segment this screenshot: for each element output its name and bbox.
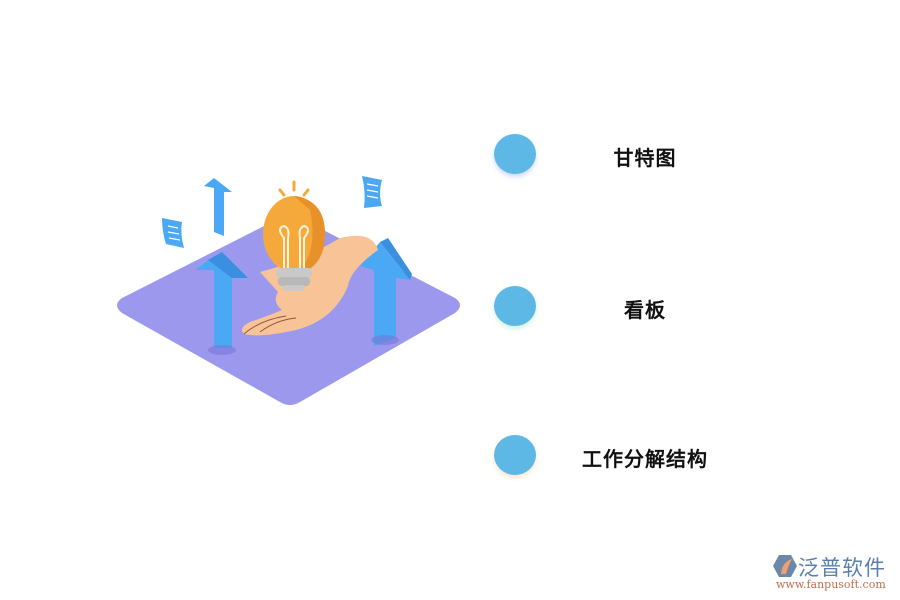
idea-illustration [117,176,460,405]
logo-name: 泛普软件 [798,556,886,580]
bullet-circle-icon [494,134,536,174]
paper-note-icon [162,218,184,248]
paper-note-icon [362,176,382,208]
list-item-gantt: 甘特图 [494,134,754,178]
logo-url: www.fanpusoft.com [776,578,886,591]
item-label: 甘特图 [613,146,677,170]
item-label: 工作分解结构 [582,447,708,471]
bullet-circle-icon [494,286,536,326]
item-label: 看板 [624,298,666,322]
logo-icon [773,555,797,577]
hand-icon [242,235,378,336]
list-item-wbs: 工作分解结构 [494,435,754,479]
list-item-kanban: 看板 [494,286,754,330]
bullet-circle-icon [494,435,536,475]
brand-logo: 泛普软件 www.fanpusoft.com [768,552,898,592]
light-bulb-icon [263,180,325,291]
up-arrow-icon [360,238,412,346]
up-arrow-icon [204,178,232,236]
up-arrow-icon [196,252,248,355]
